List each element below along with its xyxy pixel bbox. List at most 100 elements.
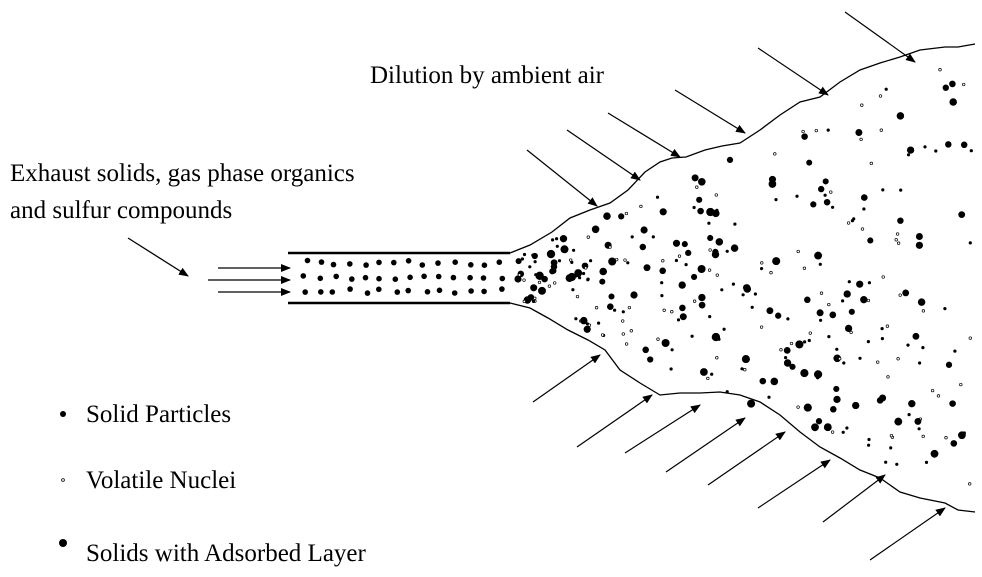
ambient-air-arrow xyxy=(708,432,785,485)
solid-particle xyxy=(622,310,625,313)
volatile-nucleus xyxy=(890,434,893,437)
adsorbed-solid-particle xyxy=(618,213,624,219)
legend: Solid Particles Volatile Nuclei Solids w… xyxy=(59,401,367,567)
solid-particle xyxy=(852,217,855,220)
tube-particle xyxy=(319,259,325,265)
solid-particle xyxy=(884,461,887,464)
ambient-air-arrow xyxy=(870,508,945,560)
adsorbed-solid-particle xyxy=(908,400,915,407)
adsorbed-solid-particle xyxy=(804,404,812,412)
volatile-nucleus xyxy=(899,294,902,297)
adsorbed-solid-particle xyxy=(961,142,968,149)
tube-particle xyxy=(365,290,371,296)
solid-particle xyxy=(835,348,838,351)
adsorbed-solid-particle xyxy=(742,355,750,363)
volatile-nucleus xyxy=(625,343,628,346)
volatile-nucleus xyxy=(962,83,965,86)
solid-particle xyxy=(586,278,589,281)
solid-particle xyxy=(885,88,888,91)
plume-lower-boundary xyxy=(510,303,975,512)
tube-particle xyxy=(421,274,427,280)
adsorbed-solid-particle xyxy=(698,178,706,186)
volatile-nucleus xyxy=(609,246,612,249)
solid-particle xyxy=(551,238,554,241)
solid-particle xyxy=(841,299,844,302)
solid-particle xyxy=(842,361,845,364)
adsorbed-solid-particle xyxy=(644,264,651,271)
adsorbed-solid-particle xyxy=(852,402,859,409)
adsorbed-solid-particle xyxy=(516,258,522,264)
tube-particle xyxy=(437,288,443,294)
volatile-nucleus xyxy=(850,331,853,334)
volatile-nucleus xyxy=(895,239,898,242)
volatile-nucleus xyxy=(630,330,633,333)
solid-particle xyxy=(675,259,678,262)
volatile-nucleus xyxy=(707,377,710,380)
adsorbed-solid-particle xyxy=(918,298,925,305)
adsorbed-solid-particle xyxy=(560,245,568,253)
solid-particle xyxy=(943,307,946,310)
solid-particle xyxy=(726,250,729,253)
volatile-nucleus xyxy=(828,303,831,306)
adsorbed-solid-particle xyxy=(801,133,808,140)
tube-particle xyxy=(301,273,307,279)
solid-particle xyxy=(816,376,819,379)
adsorbed-solid-particle xyxy=(673,240,680,247)
volatile-nucleus xyxy=(815,129,818,132)
volatile-nucleus xyxy=(716,274,719,277)
volatile-nucleus xyxy=(615,258,618,261)
ambient-air-arrow xyxy=(527,150,597,206)
solid-particle xyxy=(827,335,830,338)
volatile-nucleus xyxy=(780,349,783,352)
volatile-nucleus xyxy=(922,435,925,438)
ambient-air-arrow xyxy=(608,113,680,157)
solid-particle xyxy=(720,288,723,291)
tube-particle xyxy=(302,289,308,295)
volatile-nucleus xyxy=(621,320,624,323)
volatile-nucleus xyxy=(879,95,882,98)
solid-particle xyxy=(899,189,902,192)
ambient-air-arrow xyxy=(823,475,885,522)
adsorbed-solid-particle xyxy=(914,418,921,425)
adsorbed-solid-particle xyxy=(823,178,829,184)
solid-particle xyxy=(671,348,674,351)
ambient-air-arrow xyxy=(666,418,745,472)
solid-particle xyxy=(555,237,558,240)
adsorbed-solid-particle xyxy=(824,199,831,206)
tube-particle xyxy=(481,275,487,281)
legend-adsorbed-solids-label: Solids with Adsorbed Layer xyxy=(86,540,367,567)
solid-particle xyxy=(845,426,848,429)
adsorbed-solid-particle xyxy=(608,293,614,299)
volatile-nucleus xyxy=(897,358,900,361)
solid-particle xyxy=(613,309,616,312)
tube-particle xyxy=(481,289,487,295)
volatile-nucleus xyxy=(548,285,551,288)
solid-particle xyxy=(726,390,729,393)
solid-particle xyxy=(656,196,659,199)
adsorbed-solid-particle xyxy=(574,269,582,277)
volatile-nucleus xyxy=(876,361,879,364)
adsorbed-solid-particle xyxy=(912,333,919,340)
adsorbed-solid-particle xyxy=(829,312,836,319)
solid-particle xyxy=(723,328,726,331)
volatile-nucleus xyxy=(716,357,719,360)
adsorbed-solid-particle xyxy=(894,418,902,426)
volatile-nucleus xyxy=(882,276,885,279)
adsorbed-solid-particle xyxy=(958,211,965,218)
volatile-nucleus xyxy=(960,383,963,386)
adsorbed-solid-particle xyxy=(697,208,704,215)
volatile-nucleus xyxy=(523,300,526,303)
adsorbed-solid-particle xyxy=(945,141,951,147)
solid-particle xyxy=(842,431,845,434)
adsorbed-solid-particle xyxy=(949,400,956,407)
solid-particle xyxy=(881,337,884,340)
adsorbed-solid-particle xyxy=(630,291,637,298)
solid-particle xyxy=(862,207,865,210)
solid-particle xyxy=(740,367,743,370)
inflow-arrows xyxy=(208,268,290,292)
solid-particle xyxy=(626,261,629,264)
volatile-nucleus xyxy=(880,129,883,132)
adsorbed-solid-particle xyxy=(682,241,688,247)
ambient-air-arrow xyxy=(845,12,915,62)
volatile-nucleus xyxy=(809,332,812,335)
